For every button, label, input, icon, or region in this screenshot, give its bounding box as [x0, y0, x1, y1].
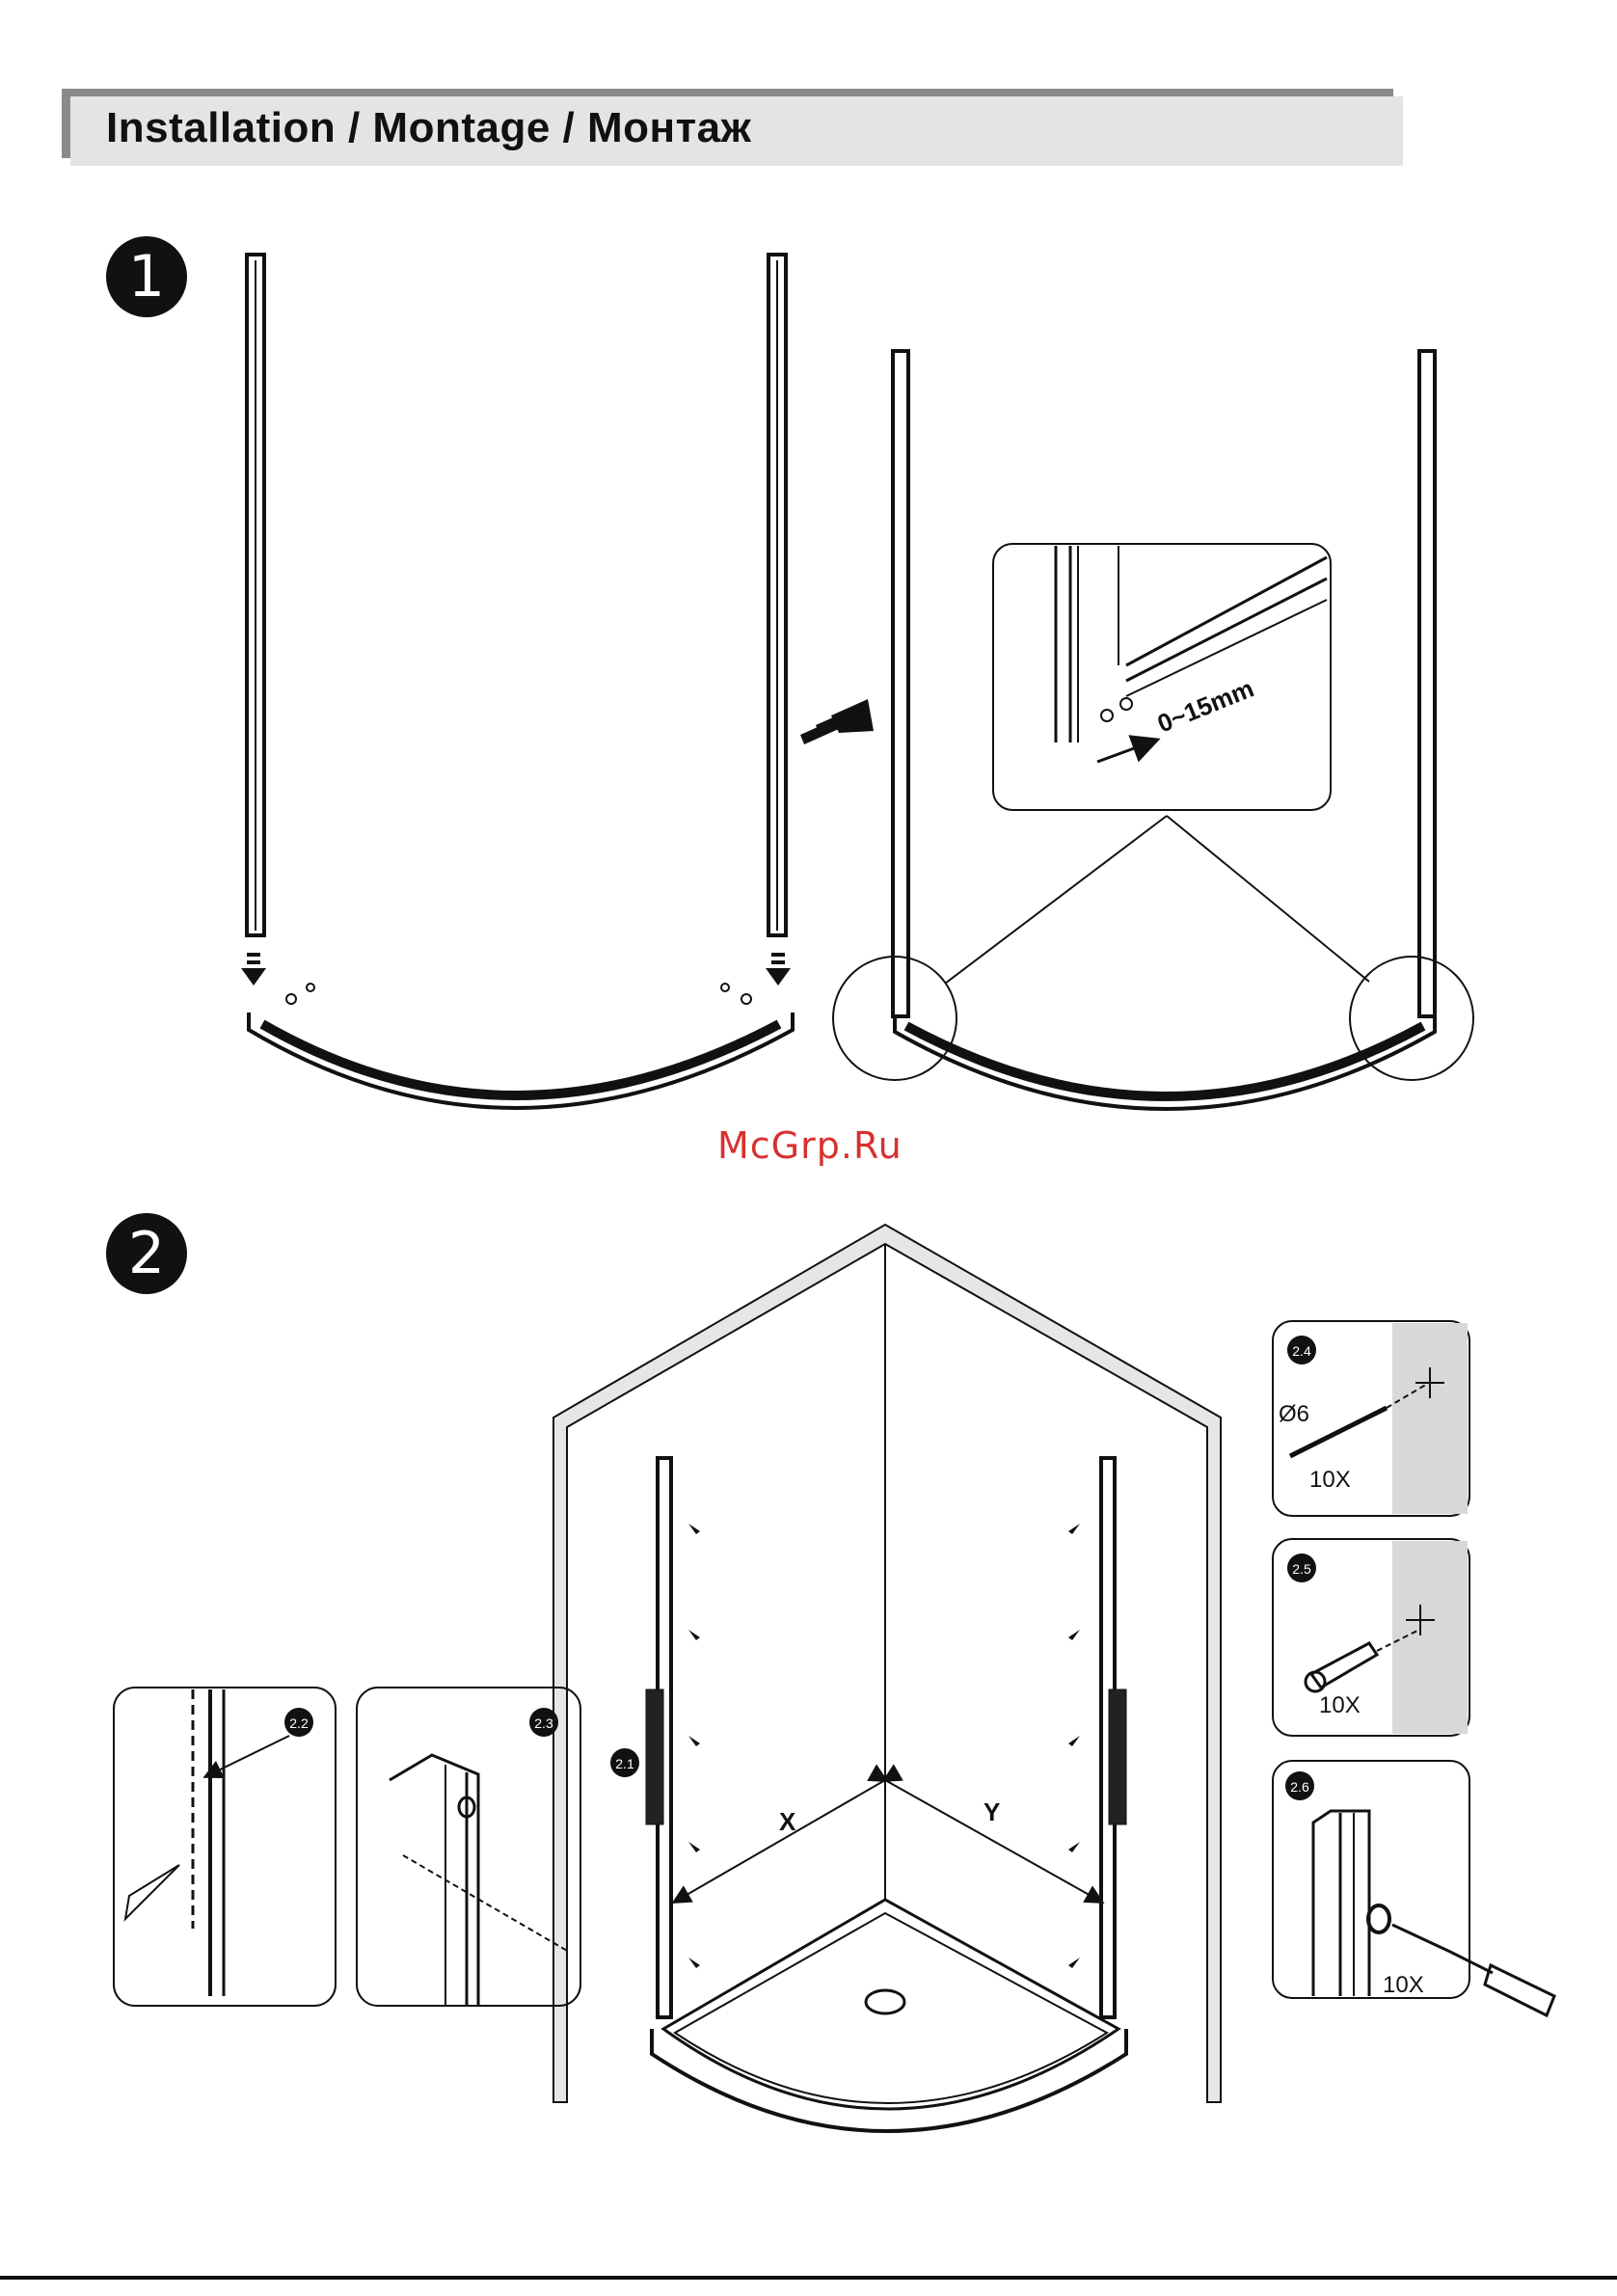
step2-main-scene	[553, 1225, 1221, 2131]
bracket-left	[646, 1689, 663, 1824]
callout-2-4-qty: 10X	[1309, 1467, 1351, 1493]
callout-2-3-label: 2.3	[534, 1715, 553, 1731]
watermark: McGrp.Ru	[717, 1124, 903, 1167]
shower-tray	[652, 2029, 1126, 2131]
callout-2-2-label: 2.2	[289, 1715, 309, 1731]
pencil-icon	[125, 1865, 179, 1919]
callout-2-4-label: 2.4	[1292, 1343, 1311, 1359]
step1-assembled-view	[833, 351, 1473, 1109]
screwdriver-icon	[1450, 1952, 1493, 1973]
step1-exploded-view	[241, 255, 793, 1108]
screw-icon	[286, 994, 296, 1004]
step-arrow-icon	[800, 699, 874, 744]
down-arrow-left-icon	[241, 968, 266, 986]
detail-circle-right	[1350, 957, 1473, 1080]
callout-box-2-2	[114, 1688, 336, 2006]
dimension-y-label: Y	[984, 1797, 1000, 1826]
dimension-x-label: X	[779, 1807, 796, 1836]
wall-corner	[553, 1225, 1221, 2102]
bracket-right	[1109, 1689, 1126, 1824]
down-arrow-right-icon	[766, 968, 791, 986]
callout-2-1-label: 2.1	[615, 1756, 634, 1771]
callout-2-5-qty: 10X	[1319, 1692, 1361, 1718]
dimension-label: 0~15mm	[1153, 673, 1257, 738]
callout-box-2-3	[357, 1688, 580, 2006]
callout-2-6-label: 2.6	[1290, 1779, 1309, 1795]
bottom-rule	[0, 2276, 1617, 2280]
drill-icon	[403, 1855, 569, 1952]
drain-icon	[866, 1990, 904, 2013]
drill-size-label: Ø6	[1279, 1401, 1309, 1427]
wall-plug-icon	[1311, 1643, 1377, 1688]
callout-2-5-label: 2.5	[1292, 1561, 1311, 1577]
callout-2-6-qty: 10X	[1383, 1972, 1424, 1998]
